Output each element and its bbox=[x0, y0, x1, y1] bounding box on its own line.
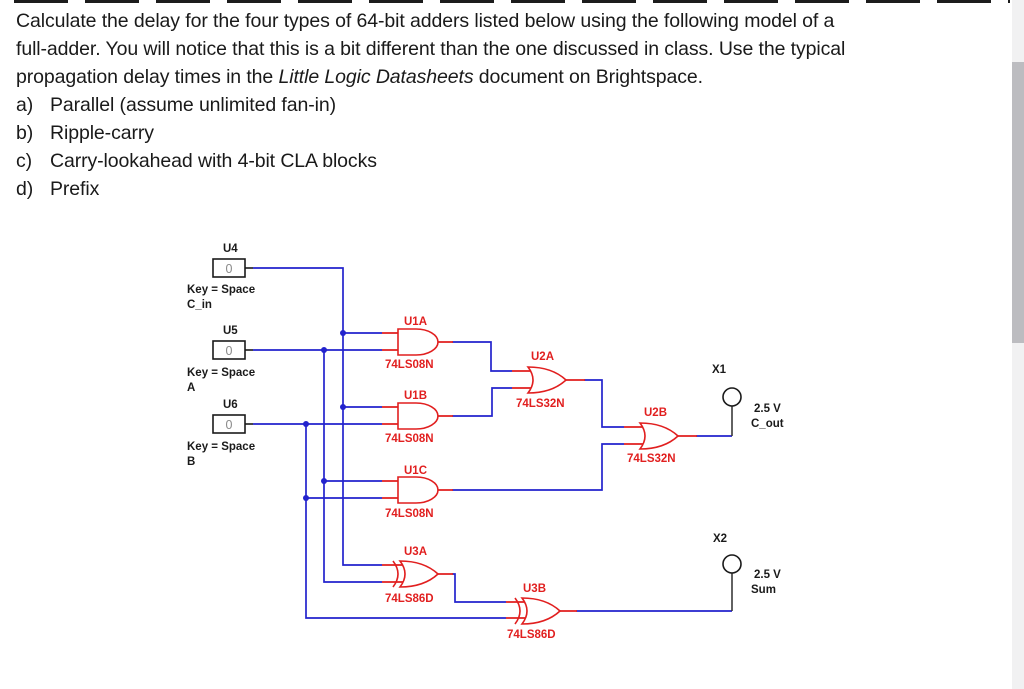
gate-ref-u2b: U2B bbox=[644, 407, 667, 419]
probe-x1-cout: X1 2.5 V C_out bbox=[712, 364, 784, 436]
list-item-text: Parallel (assume unlimited fan-in) bbox=[50, 94, 336, 116]
switch-key-label: Key = Space bbox=[187, 367, 255, 379]
wire-u2a-to-u2b bbox=[584, 379, 624, 428]
xor-gate-u3b bbox=[520, 597, 562, 625]
gate-part-u3a: 74LS86D bbox=[385, 593, 434, 605]
and-gate-u1a bbox=[397, 328, 439, 356]
xor-gate-u3a bbox=[398, 560, 440, 588]
switch-ref: U5 bbox=[223, 325, 238, 337]
junction-dot bbox=[321, 478, 327, 484]
gate-ref-u1c: U1C bbox=[404, 465, 427, 477]
list-item-text: Carry-lookahead with 4-bit CLA blocks bbox=[50, 150, 377, 172]
switch-key-label: Key = Space bbox=[187, 284, 255, 296]
wire-u3a-to-u3b bbox=[452, 573, 506, 603]
gate-ref-u3a: U3A bbox=[404, 546, 427, 558]
switch-signal-label: A bbox=[187, 382, 195, 394]
problem-statement: Calculate the delay for the four types o… bbox=[16, 7, 960, 203]
or-gate-u2a bbox=[526, 366, 568, 394]
xor-arc-u3b bbox=[514, 597, 521, 625]
gate-part-u1a: 74LS08N bbox=[385, 359, 434, 371]
list-item-a: a) Parallel (assume unlimited fan-in) bbox=[16, 91, 960, 119]
junction-dot bbox=[303, 495, 309, 501]
list-marker: a) bbox=[16, 94, 34, 116]
junction-dot bbox=[321, 347, 327, 353]
switch-box bbox=[212, 258, 246, 278]
u1a-pins bbox=[382, 332, 453, 351]
switch-u6-b: U6 0 Key = Space B bbox=[187, 399, 255, 468]
list-item-text: Ripple-carry bbox=[50, 122, 154, 144]
or-gate-u2b bbox=[638, 422, 680, 450]
list-marker: d) bbox=[16, 178, 34, 200]
switch-box bbox=[212, 340, 246, 360]
paragraph-text: document on Brightspace. bbox=[473, 66, 703, 88]
junction-dot bbox=[340, 330, 346, 336]
switch-ref: U6 bbox=[223, 399, 238, 411]
paragraph-text: propagation delay times in the bbox=[16, 66, 279, 88]
list-marker: c) bbox=[16, 150, 33, 172]
switch-value: 0 bbox=[226, 344, 233, 358]
and-gate-u1c bbox=[397, 476, 439, 504]
clipped-text-artifact bbox=[14, 0, 1010, 3]
probe-circle bbox=[722, 554, 742, 574]
gate-labels: U1A 74LS08N U1B 74LS08N U1C 74LS08N U2A … bbox=[385, 316, 676, 641]
probe-ref: X2 bbox=[713, 533, 727, 545]
u2a-pins bbox=[512, 370, 585, 389]
u3b-pins bbox=[506, 601, 577, 619]
wire-a-vertical bbox=[323, 350, 382, 583]
scrollbar-track[interactable] bbox=[1012, 0, 1024, 689]
gate-ref-u1a: U1A bbox=[404, 316, 427, 328]
wires bbox=[253, 267, 732, 619]
document-title-reference: Little Logic Datasheets bbox=[278, 66, 474, 88]
paragraph-line: Calculate the delay for the four types o… bbox=[16, 10, 835, 32]
and-gate-u1b bbox=[397, 402, 439, 430]
u2b-pins bbox=[624, 426, 697, 445]
u1b-pins bbox=[382, 406, 453, 425]
switch-u4-cin: U4 0 Key = Space C_in bbox=[187, 243, 255, 311]
u1c-pins bbox=[382, 480, 453, 499]
wire-u1b-to-u2a bbox=[452, 387, 512, 417]
gate-ref-u1b: U1B bbox=[404, 390, 427, 402]
switch-signal-label: C_in bbox=[187, 299, 212, 311]
u3a-pins bbox=[382, 564, 453, 583]
wire-b-vertical bbox=[305, 424, 506, 619]
probe-voltage: 2.5 V bbox=[754, 569, 781, 581]
gate-pin-stubs bbox=[382, 332, 697, 619]
probe-ref: X1 bbox=[712, 364, 727, 376]
gate-part-u1c: 74LS08N bbox=[385, 508, 434, 520]
list-item-b: b) Ripple-carry bbox=[16, 119, 960, 147]
list-marker: b) bbox=[16, 122, 34, 144]
xor-arc-u3a bbox=[392, 560, 399, 588]
wire-u1c-to-u2b bbox=[452, 443, 624, 491]
gate-ref-u3b: U3B bbox=[523, 583, 546, 595]
switch-ref: U4 bbox=[223, 243, 238, 255]
list-item-c: c) Carry-lookahead with 4-bit CLA blocks bbox=[16, 147, 960, 175]
switch-value: 0 bbox=[226, 262, 233, 276]
list-item-text: Prefix bbox=[50, 178, 100, 200]
switch-signal-label: B bbox=[187, 456, 195, 468]
paragraph-line: full-adder. You will notice that this is… bbox=[16, 38, 846, 60]
wire-cin-trunk bbox=[253, 267, 382, 566]
junction-dot bbox=[340, 404, 346, 410]
probe-x2-sum: X2 2.5 V Sum bbox=[713, 533, 781, 611]
probe-circle bbox=[722, 387, 742, 407]
probe-signal: C_out bbox=[751, 418, 784, 430]
list-item-d: d) Prefix bbox=[16, 175, 960, 203]
switch-u5-a: U5 0 Key = Space A bbox=[187, 325, 255, 394]
wire-u1a-to-u2a bbox=[452, 341, 512, 372]
probe-signal: Sum bbox=[751, 584, 776, 596]
gate-part-u3b: 74LS86D bbox=[507, 629, 556, 641]
switch-box bbox=[212, 414, 246, 434]
junction-dot bbox=[303, 421, 309, 427]
gate-part-u1b: 74LS08N bbox=[385, 433, 434, 445]
gate-ref-u2a: U2A bbox=[531, 351, 554, 363]
junction-dots bbox=[303, 330, 346, 501]
paragraph-line: propagation delay times in the Little Lo… bbox=[16, 63, 960, 91]
gate-part-u2b: 74LS32N bbox=[627, 453, 676, 465]
gate-part-u2a: 74LS32N bbox=[516, 398, 565, 410]
probe-voltage: 2.5 V bbox=[754, 403, 781, 415]
switch-key-label: Key = Space bbox=[187, 441, 255, 453]
switch-value: 0 bbox=[226, 418, 233, 432]
gates bbox=[392, 328, 680, 625]
scrollbar-thumb[interactable] bbox=[1012, 62, 1024, 343]
